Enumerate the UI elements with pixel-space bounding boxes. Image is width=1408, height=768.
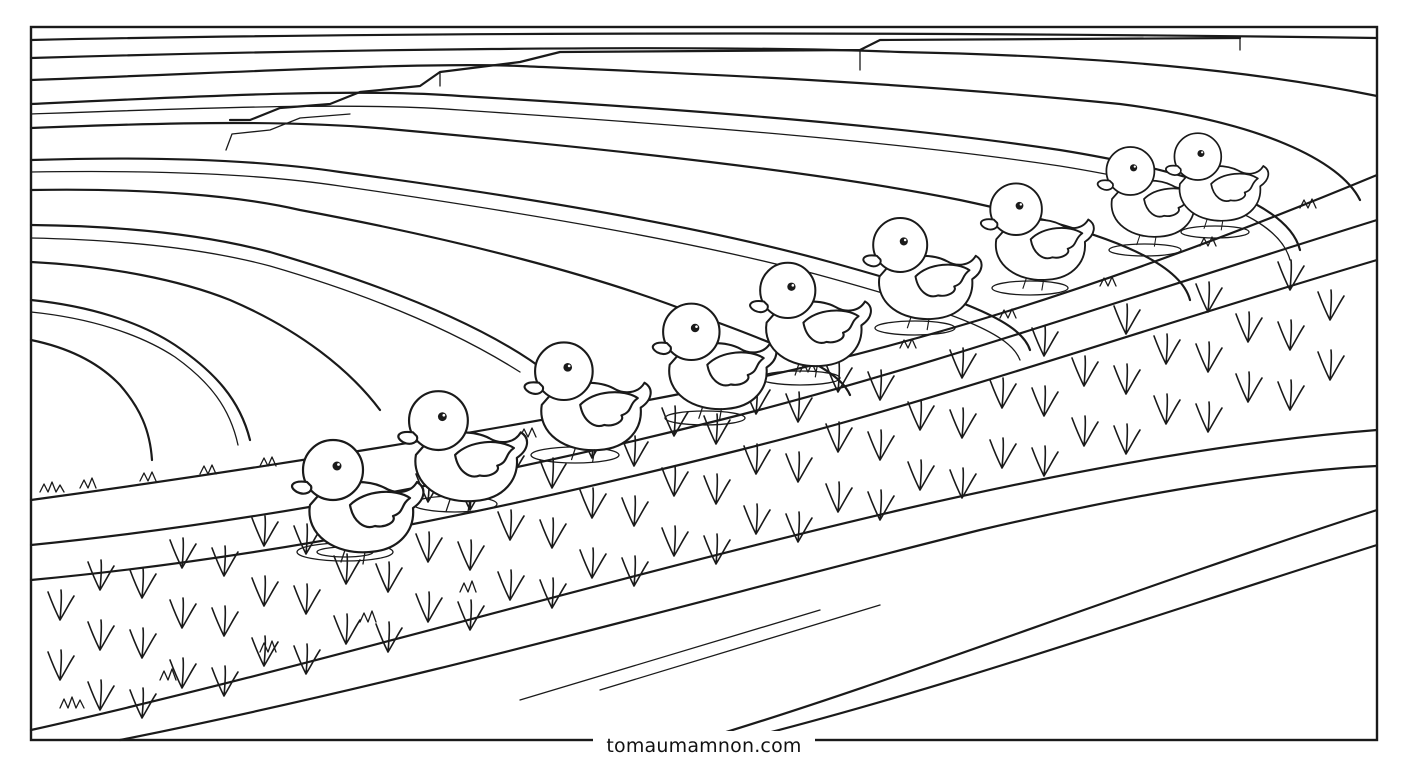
- rice-sprout: [1277, 259, 1305, 291]
- rice-sprout: [129, 687, 157, 719]
- rice-sprout: [1317, 289, 1345, 321]
- rice-sprout: [1195, 401, 1223, 433]
- rice-sprout: [375, 561, 403, 593]
- rice-sprout: [251, 515, 279, 547]
- rice-sprout: [989, 377, 1017, 409]
- duckling: [749, 261, 872, 378]
- rice-sprout: [825, 481, 853, 513]
- rice-sprout: [1277, 319, 1305, 351]
- rice-sprout: [949, 467, 977, 499]
- rice-sprout: [87, 559, 115, 591]
- rice-sprout: [949, 347, 977, 379]
- rice-sprout: [785, 391, 813, 423]
- rice-sprout: [497, 509, 525, 541]
- duckling: [979, 182, 1095, 291]
- rice-sprout: [743, 503, 771, 535]
- rice-sprout: [1317, 349, 1345, 381]
- rice-sprout: [825, 421, 853, 453]
- rice-sprout: [785, 451, 813, 483]
- rice-sprout: [169, 657, 197, 689]
- rice-sprout: [47, 649, 75, 681]
- rice-sprout: [47, 589, 75, 621]
- rice-sprout: [1113, 423, 1141, 455]
- rice-sprout: [1195, 281, 1223, 313]
- rice-sprout: [211, 665, 239, 697]
- rice-sprout: [497, 569, 525, 601]
- rice-sprout: [1113, 363, 1141, 395]
- rice-sprout: [457, 539, 485, 571]
- rice-sprout: [867, 429, 895, 461]
- rice-sprouts: [47, 259, 1345, 719]
- rice-sprout: [211, 545, 239, 577]
- rice-sprout: [579, 547, 607, 579]
- rice-sprout: [989, 437, 1017, 469]
- rice-sprout: [539, 517, 567, 549]
- rice-sprout: [87, 619, 115, 651]
- rice-sprout: [1235, 311, 1263, 343]
- rice-sprout: [1153, 393, 1181, 425]
- rice-sprout: [129, 627, 157, 659]
- rice-sprout: [333, 553, 361, 585]
- rice-sprout: [169, 597, 197, 629]
- duckling: [523, 341, 652, 463]
- rice-sprout: [703, 473, 731, 505]
- rice-sprout: [1153, 333, 1181, 365]
- rice-sprout: [1071, 415, 1099, 447]
- rice-sprout: [1031, 385, 1059, 417]
- rice-sprout: [785, 511, 813, 543]
- rice-sprout: [867, 369, 895, 401]
- rice-sprout: [949, 407, 977, 439]
- rice-sprout: [415, 591, 443, 623]
- rice-sprout: [1195, 341, 1223, 373]
- rice-sprout: [661, 465, 689, 497]
- rice-sprout: [293, 583, 321, 615]
- rice-sprout: [661, 525, 689, 557]
- duckling: [651, 302, 778, 421]
- rice-sprout: [907, 399, 935, 431]
- rice-sprout: [539, 457, 567, 489]
- rice-sprout: [415, 531, 443, 563]
- rice-sprout: [703, 413, 731, 445]
- rice-sprout: [211, 605, 239, 637]
- rice-sprout: [169, 537, 197, 569]
- rice-sprout: [375, 621, 403, 653]
- rice-sprout: [621, 555, 649, 587]
- duckling: [1165, 132, 1270, 231]
- rice-sprout: [1113, 303, 1141, 335]
- rice-sprout: [621, 495, 649, 527]
- duckling: [397, 390, 529, 514]
- duckling: [862, 217, 983, 331]
- rice-sprout: [87, 679, 115, 711]
- rice-sprout: [457, 599, 485, 631]
- rice-sprout: [1031, 325, 1059, 357]
- rice-sprout: [907, 459, 935, 491]
- rice-sprout: [1277, 379, 1305, 411]
- rice-sprout: [1031, 445, 1059, 477]
- rice-sprout: [293, 643, 321, 675]
- rice-sprout: [539, 577, 567, 609]
- rice-sprout: [251, 575, 279, 607]
- ducklings: [290, 132, 1270, 565]
- rice-sprout: [1235, 371, 1263, 403]
- rice-sprout: [333, 613, 361, 645]
- site-caption: tomaumamnon.com: [593, 731, 815, 761]
- rice-sprout: [129, 567, 157, 599]
- rice-sprout: [1071, 355, 1099, 387]
- rice-sprout: [867, 489, 895, 521]
- rice-sprout: [743, 443, 771, 475]
- rice-sprout: [579, 487, 607, 519]
- rice-sprout: [703, 533, 731, 565]
- duckling: [290, 438, 425, 565]
- rice-sprout: [251, 635, 279, 667]
